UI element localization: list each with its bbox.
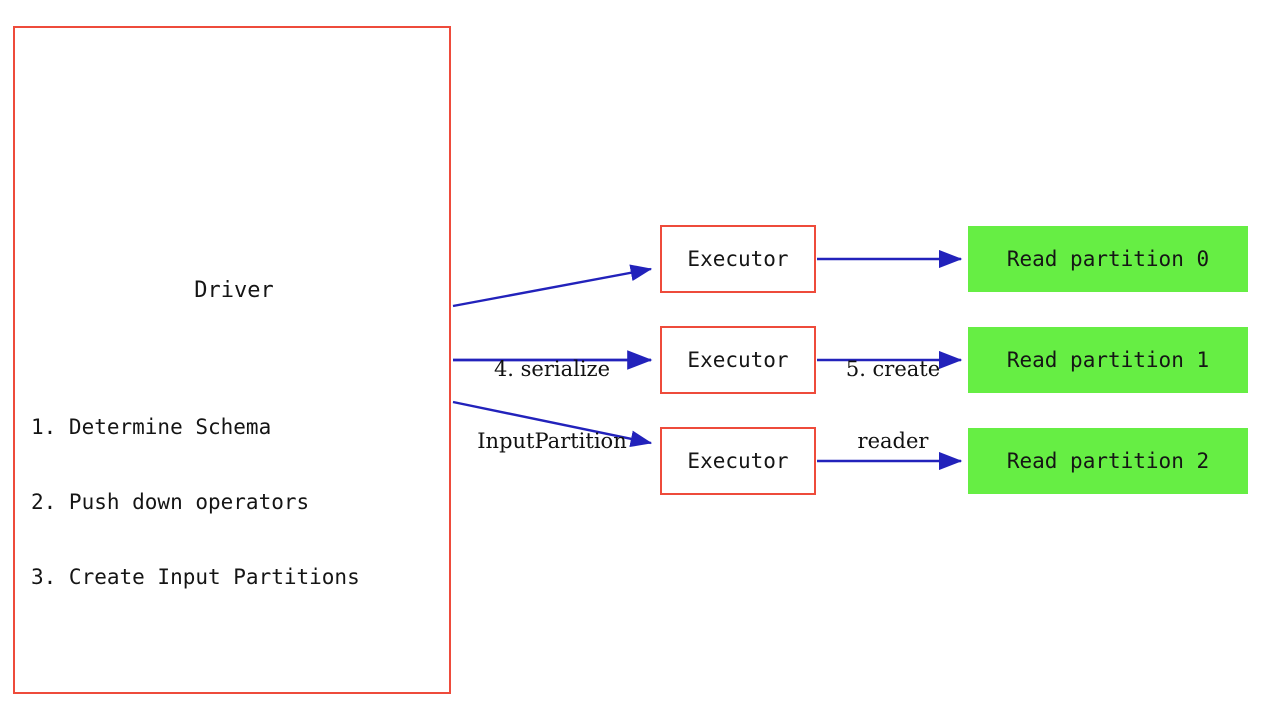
read-partition-box-1: Read partition 1 — [968, 327, 1248, 393]
driver-title: Driver — [194, 278, 274, 303]
read-partition-box-0: Read partition 0 — [968, 226, 1248, 292]
arrow-label-serialize-inputpartition: 4. serialize InputPartition — [466, 309, 638, 501]
driver-step-1: 1. Determine Schema — [31, 415, 272, 439]
executor-box-0: Executor — [660, 225, 816, 293]
arrow-driver-to-executor-0 — [452, 264, 653, 308]
executor-box-1: Executor — [660, 326, 816, 394]
arrow-label-serialize-line-2: InputPartition — [477, 429, 627, 453]
driver-step-3: 3. Create Input Partitions — [31, 565, 360, 589]
read-partition-box-2: Read partition 2 — [968, 428, 1248, 494]
driver-step-2: 2. Push down operators — [31, 490, 310, 514]
arrow-label-create-reader-line-2: reader — [857, 429, 929, 453]
driver-steps-list: 1. Determine Schema 2. Push down operato… — [31, 365, 360, 640]
arrow-label-serialize-line-1: 4. serialize — [493, 357, 611, 381]
arrow-label-create-reader: 5. create reader — [818, 309, 968, 501]
arrow-label-create-reader-line-1: 5. create — [845, 357, 941, 381]
driver-box: Driver 1. Determine Schema 2. Push down … — [13, 26, 451, 694]
executor-box-2: Executor — [660, 427, 816, 495]
